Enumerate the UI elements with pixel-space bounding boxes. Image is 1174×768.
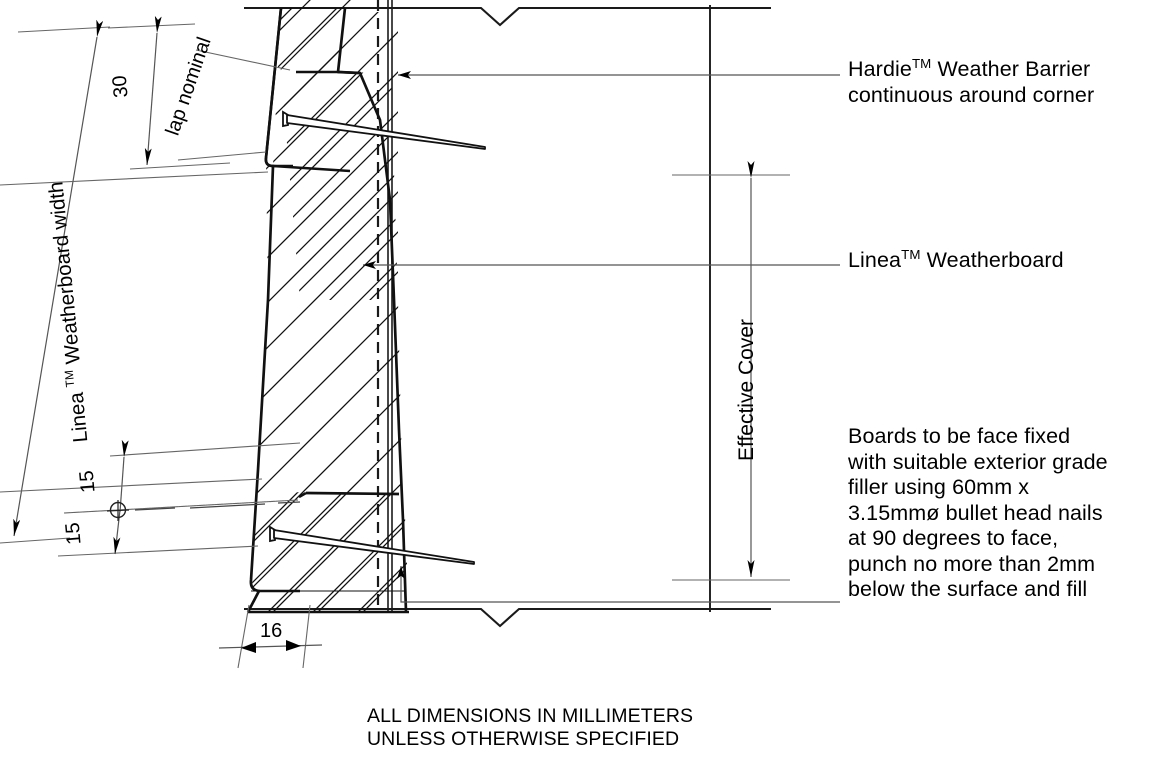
nail-lower-shank (273, 529, 475, 565)
hatch-upper (276, 0, 398, 300)
weatherboard-lower-left-edge (298, 491, 307, 499)
nail-upper-shank (286, 114, 486, 150)
thickness-ext-right (302, 604, 311, 669)
units-note-line2: UNLESS OTHERWISE SPECIFIED (367, 728, 680, 750)
dimension-label-lap-value: 30 (108, 74, 133, 99)
weatherboard-main (246, 7, 408, 613)
units-note: ALL DIMENSIONS IN MILLIMETERS UNLESS OTH… (367, 705, 693, 751)
callout-boards-line6: punch no more than 2mm (848, 551, 1096, 576)
callout-hardie-weather-barrier: HardieTM Weather Barrier continuous arou… (848, 57, 1094, 108)
dimension-lap (107, 15, 291, 170)
lap-dim-line (144, 15, 162, 166)
lap-ext-top (107, 23, 196, 29)
break-line-bottom (244, 607, 771, 628)
callout-boards-line5: at 90 degrees to face, (848, 526, 1059, 550)
lap-leader-top (195, 49, 291, 71)
callout-linea-weatherboard: LineaTM Weatherboard (848, 248, 1064, 274)
board-width-dim-line (13, 19, 104, 537)
callout-hardie-brand: Hardie (848, 57, 912, 81)
dimension-thickness (218, 604, 323, 669)
weatherboard-main-lap-shoulder (296, 70, 361, 75)
hatch-lower (251, 492, 409, 612)
thickness-arrow-right (286, 640, 301, 651)
dimension-board-width-brand: Linea (64, 385, 93, 444)
dimension-effective-cover (672, 161, 790, 581)
nail-lower (269, 525, 475, 565)
weatherboard-upper (264, 0, 398, 300)
callout-hardie-line2: continuous around corner (848, 82, 1095, 107)
weatherboard-lower-lap-shoulder (305, 491, 400, 496)
dimension-label-edge-distance-top: 15 (75, 469, 100, 494)
board-edge-reference-lines (0, 171, 269, 493)
callout-boards-line4: 3.15mmø bullet head nails (848, 500, 1103, 525)
trademark-symbol: TM (61, 369, 78, 388)
dimension-label-edge-distance-bottom: 15 (61, 521, 86, 546)
dimension-label-effective-cover: Effective Cover (735, 318, 759, 462)
dimension-label-thickness: 16 (260, 620, 283, 642)
edge-ext-bottom (57, 545, 259, 557)
callout-board-fixing-note: Boards to be face fixed with suitable ex… (848, 424, 1108, 603)
leader-boards (397, 566, 840, 603)
callout-hardie-line1-rest: Weather Barrier (931, 57, 1091, 81)
callout-linea-brand: Linea (848, 248, 902, 272)
edge-ext-top (109, 442, 301, 457)
callout-boards-line1: Boards to be face fixed (848, 424, 1071, 448)
lap-leader (177, 151, 267, 161)
weatherboard-main-outer-face (246, 7, 283, 613)
edge-ext-centre (63, 499, 299, 514)
wall-substrate-group (244, 0, 771, 628)
callout-hardie-line1: HardieTM Weather Barrier (848, 57, 1090, 81)
trademark-symbol: TM (911, 55, 932, 71)
fixing-centreline (134, 501, 301, 511)
callout-boards-line3: filler using 60mm x (848, 475, 1030, 499)
dimension-edge-distances (57, 439, 301, 557)
thickness-ext-left (237, 604, 250, 669)
board-width-ext-top (17, 26, 111, 33)
callout-boards-line7: below the surface and fill (848, 577, 1088, 601)
hatch-main (251, 8, 406, 612)
board-width-ext-bottom (0, 537, 71, 544)
units-note-line1: ALL DIMENSIONS IN MILLIMETERS (367, 705, 694, 727)
callout-boards-line2: with suitable exterior grade (848, 449, 1108, 474)
thickness-dim-line (218, 644, 323, 649)
trademark-symbol: TM (901, 246, 921, 262)
lap-ext-bottom (129, 162, 231, 170)
callout-linea-rest: Weatherboard (920, 248, 1064, 272)
dimension-board-width (0, 19, 111, 544)
break-line-top (244, 6, 771, 27)
nail-upper (282, 110, 486, 150)
leader-lines-group (363, 71, 840, 603)
thickness-arrow-left (241, 642, 256, 653)
weatherboard-lower (248, 491, 409, 614)
